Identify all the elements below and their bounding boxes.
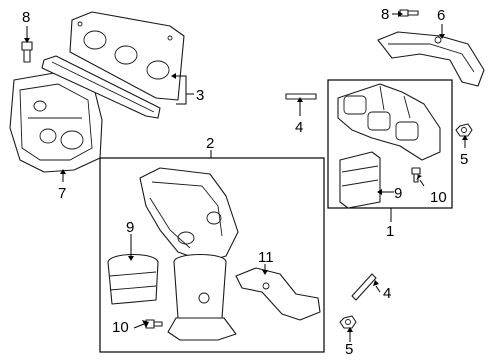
callout-9-right: 9 bbox=[394, 185, 402, 202]
callout-8-left: 8 bbox=[22, 9, 30, 26]
heat-shield-part-6 bbox=[377, 31, 485, 87]
callout-11: 11 bbox=[258, 249, 274, 266]
callout-6: 6 bbox=[437, 7, 445, 24]
bolt-part-10-right bbox=[411, 167, 421, 183]
stud-part-4-bottom bbox=[351, 273, 377, 301]
nut-part-5-top bbox=[455, 123, 473, 137]
callout-5-bottom: 5 bbox=[345, 341, 353, 358]
assembly-box-2 bbox=[99, 157, 325, 353]
callout-8-right: 8 bbox=[381, 6, 389, 23]
callout-10-left: 10 bbox=[112, 319, 129, 336]
heat-shield-part-9-right bbox=[339, 151, 381, 209]
heat-shield-part-9-left bbox=[107, 254, 159, 305]
callout-2: 2 bbox=[206, 135, 214, 152]
callout-7: 7 bbox=[58, 185, 66, 202]
nut-part-5-bottom bbox=[339, 315, 357, 329]
bolt-part-8-left bbox=[21, 41, 33, 63]
bracket-part-11 bbox=[235, 267, 321, 321]
callout-labels: 8 3 7 2 9 11 10 4 8 6 5 9 10 1 4 5 bbox=[22, 6, 468, 358]
bolt-part-8-right bbox=[399, 9, 419, 17]
callout-1: 1 bbox=[386, 223, 394, 240]
exhaust-manifold-part-1 bbox=[337, 83, 441, 161]
leader-lines bbox=[24, 11, 468, 342]
assembly-box-1 bbox=[327, 79, 453, 209]
callout-9-left: 9 bbox=[126, 219, 134, 236]
callout-4-bottom: 4 bbox=[383, 285, 391, 302]
bolt-part-10-left bbox=[145, 319, 163, 329]
callout-3: 3 bbox=[196, 87, 204, 104]
catalytic-converter-part-2 bbox=[139, 167, 239, 341]
gasket-part-3 bbox=[41, 11, 185, 119]
callout-5-top: 5 bbox=[460, 151, 468, 168]
callout-10-right: 10 bbox=[430, 189, 447, 206]
callout-4-top: 4 bbox=[295, 119, 303, 136]
heat-shield-part-7 bbox=[9, 71, 103, 173]
stud-part-4-top bbox=[285, 93, 317, 100]
